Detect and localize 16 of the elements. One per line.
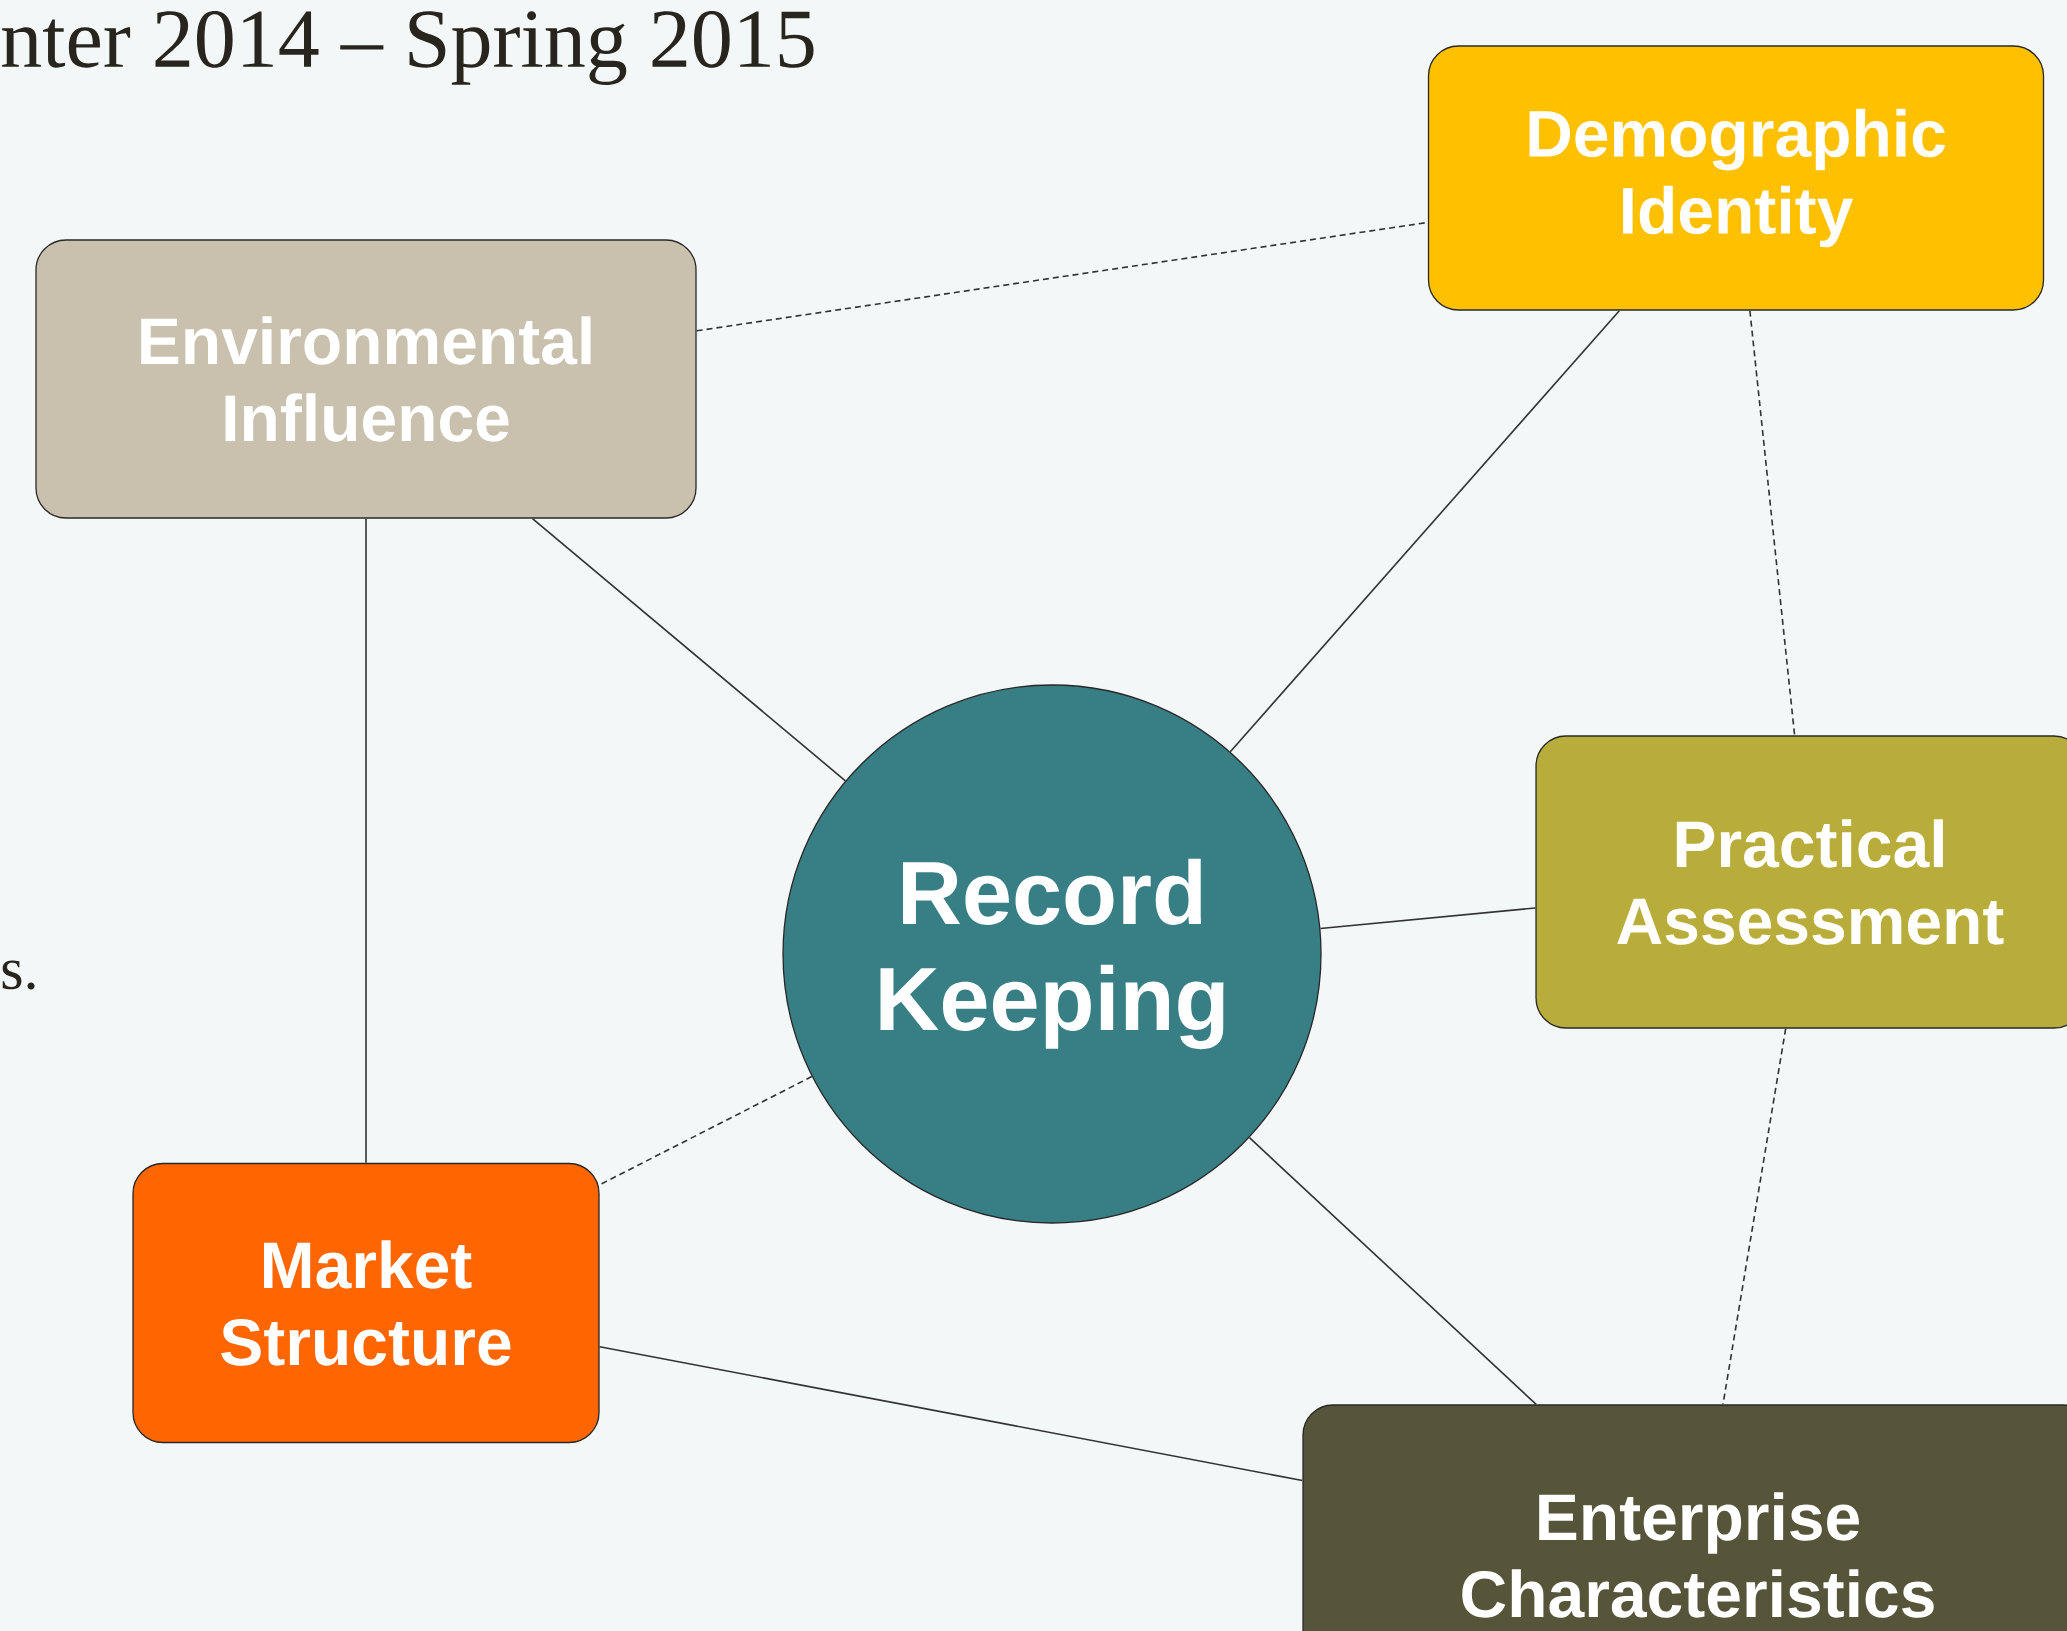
connector-line [1229, 309, 1621, 753]
heading-text: nter 2014 – Spring 2015 [2, 11, 814, 85]
category-box: Environmental Influence [35, 239, 697, 519]
connector-line [598, 1075, 813, 1186]
category-box: Demographic Identity [1427, 45, 2045, 311]
connector-line [598, 1345, 1304, 1482]
connector-line [1319, 907, 1537, 930]
category-box: Market Structure [132, 1162, 600, 1444]
connector-line [1749, 309, 1796, 737]
connector-line [365, 517, 367, 1164]
connector-line [1248, 1136, 1537, 1406]
category-box: Enterprise Characteristics [1302, 1404, 2067, 1631]
category-box: Practical Assessment [1535, 735, 2067, 1029]
connector-line [531, 517, 847, 782]
text-fragment: s. [2, 960, 35, 990]
connector-line [1722, 1027, 1787, 1406]
